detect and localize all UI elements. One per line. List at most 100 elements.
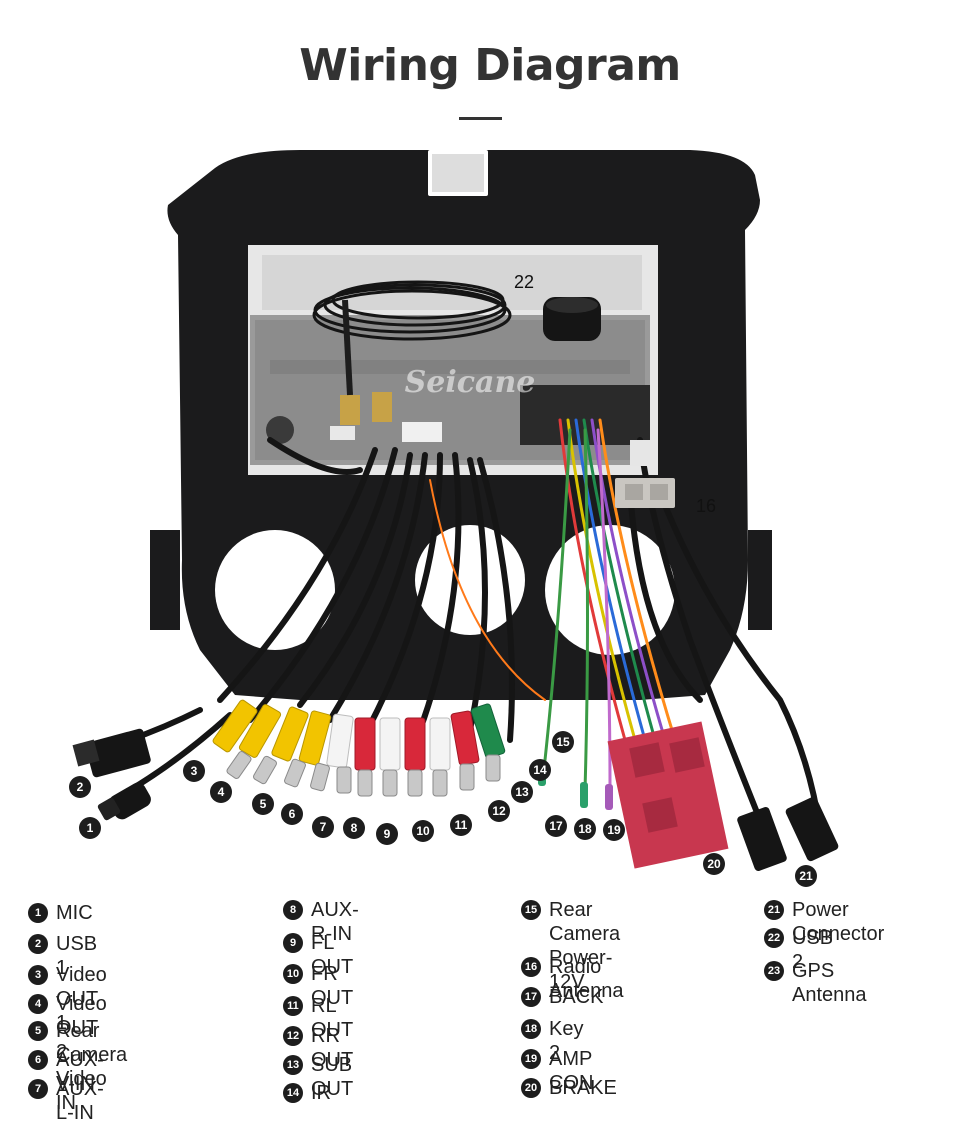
mic-plug [97, 782, 151, 821]
marker-4: 4 [210, 781, 232, 803]
marker-10: 10 [412, 820, 434, 842]
marker-9-label: 9 [384, 827, 391, 841]
legend-item-6: 6 AUX-V-IN [28, 1048, 104, 1096]
legend-item-11: 11 RL OUT [283, 994, 353, 1042]
marker-12: 12 [488, 800, 510, 822]
marker-1-label: 1 [87, 821, 94, 835]
marker-5-label: 5 [260, 797, 267, 811]
legend-badge-13: 13 [283, 1055, 303, 1075]
marker-14-label: 14 [533, 763, 547, 777]
legend-badge-20: 20 [521, 1078, 541, 1098]
legend-label-8: AUX-R-IN [311, 899, 359, 945]
legend-badge-15: 15 [521, 900, 541, 920]
usb-1-plug [72, 728, 151, 778]
legend-badge-3: 3 [28, 965, 48, 985]
legend-item-5: 5 Rear Camera Video IN [28, 1019, 127, 1115]
legend-label-9: FL OUT [311, 932, 354, 978]
marker-4-label: 4 [218, 785, 225, 799]
legend-item-15: 15 Rear Camera Power-12V [521, 898, 620, 994]
legend-badge-10: 10 [283, 964, 303, 984]
legend-item-10: 10 FR OUT [283, 962, 353, 1010]
legend-item-18: 18 Key 2 [521, 1017, 583, 1065]
marker-18-label: 18 [578, 822, 592, 836]
legend-badge-4: 4 [28, 994, 48, 1014]
marker-8: 8 [343, 817, 365, 839]
power-connector [607, 721, 729, 869]
marker-17: 17 [545, 815, 567, 837]
gps-antenna-cable [312, 280, 512, 341]
vent-openings [215, 525, 675, 655]
legend-label-6: AUX-V-IN [56, 1049, 104, 1095]
legend-label-23: GPS Antenna [792, 960, 867, 1006]
legend-label-17: BACK [549, 986, 604, 1008]
legend-label-5: Rear Camera Video IN [56, 1020, 128, 1114]
legend-item-1: 1 MIC [28, 901, 93, 925]
gps-antenna-puck [543, 297, 601, 341]
radio-antenna-connector [615, 440, 675, 508]
legend-label-7: AUX-L-IN [56, 1078, 104, 1124]
marker-6: 6 [281, 803, 303, 825]
marker-19-label: 19 [607, 823, 621, 837]
marker-2: 2 [69, 776, 91, 798]
marker-20: 20 [703, 853, 725, 875]
legend-badge-7: 7 [28, 1079, 48, 1099]
title-underline [459, 117, 502, 120]
marker-21: 21 [795, 865, 817, 887]
rca-connectors [212, 699, 506, 797]
marker-11-label: 11 [455, 818, 468, 832]
marker-16: 16 [696, 496, 716, 516]
legend-badge-6: 6 [28, 1050, 48, 1070]
legend-label-19: AMP CON [549, 1048, 594, 1094]
marker-7-label: 7 [320, 820, 327, 834]
marker-17-label: 17 [549, 819, 563, 833]
marker-14: 14 [529, 759, 551, 781]
marker-3-label: 3 [191, 764, 198, 778]
legend-badge-16: 16 [521, 957, 541, 977]
legend-label-16: Radio Antenna [549, 956, 624, 1002]
legend-badge-23: 23 [764, 961, 784, 981]
legend-label-15: Rear Camera Power-12V [549, 899, 621, 993]
legend-badge-21: 21 [764, 900, 784, 920]
marker-15-label: 15 [556, 735, 570, 749]
legend-item-23: 23 GPS Antenna [764, 959, 867, 1007]
marker-20-label: 20 [707, 857, 721, 871]
marker-21-label: 21 [799, 869, 813, 883]
legend-label-18: Key 2 [549, 1018, 584, 1064]
marker-2-label: 2 [77, 780, 84, 794]
marker-13-label: 13 [515, 785, 529, 799]
legend-label-12: RR OUT [311, 1025, 354, 1071]
marker-22: 22 [514, 272, 534, 292]
legend-label-1: MIC [56, 902, 93, 924]
legend-label-2: USB 1 [56, 933, 98, 979]
legend-badge-5: 5 [28, 1021, 48, 1041]
marker-11: 11 [450, 814, 472, 836]
usb-2-plugs [737, 796, 839, 871]
legend-label-21: Power Connector [792, 899, 885, 945]
legend-item-4: 4 Video OUT 2 [28, 992, 107, 1064]
legend-label-4: Video OUT 2 [56, 993, 107, 1063]
marker-12-label: 12 [492, 804, 506, 818]
legend-label-10: FR OUT [311, 963, 354, 1009]
marker-7: 7 [312, 816, 334, 838]
legend-item-19: 19 AMP CON [521, 1047, 593, 1095]
legend-item-21: 21 Power Connector [764, 898, 884, 946]
legend-badge-1: 1 [28, 903, 48, 923]
legend-badge-11: 11 [283, 996, 303, 1016]
black-cable-bundle [112, 437, 515, 793]
legend-label-3: Video OUT 1 [56, 964, 107, 1034]
page-title: Wiring Diagram [299, 40, 681, 91]
legend-label-11: RL OUT [311, 995, 354, 1041]
legend-badge-18: 18 [521, 1019, 541, 1039]
legend-badge-19: 19 [521, 1049, 541, 1069]
marker-13: 13 [511, 781, 533, 803]
legend-item-16: 16 Radio Antenna [521, 955, 624, 1003]
marker-19: 19 [603, 819, 625, 841]
marker-5: 5 [252, 793, 274, 815]
